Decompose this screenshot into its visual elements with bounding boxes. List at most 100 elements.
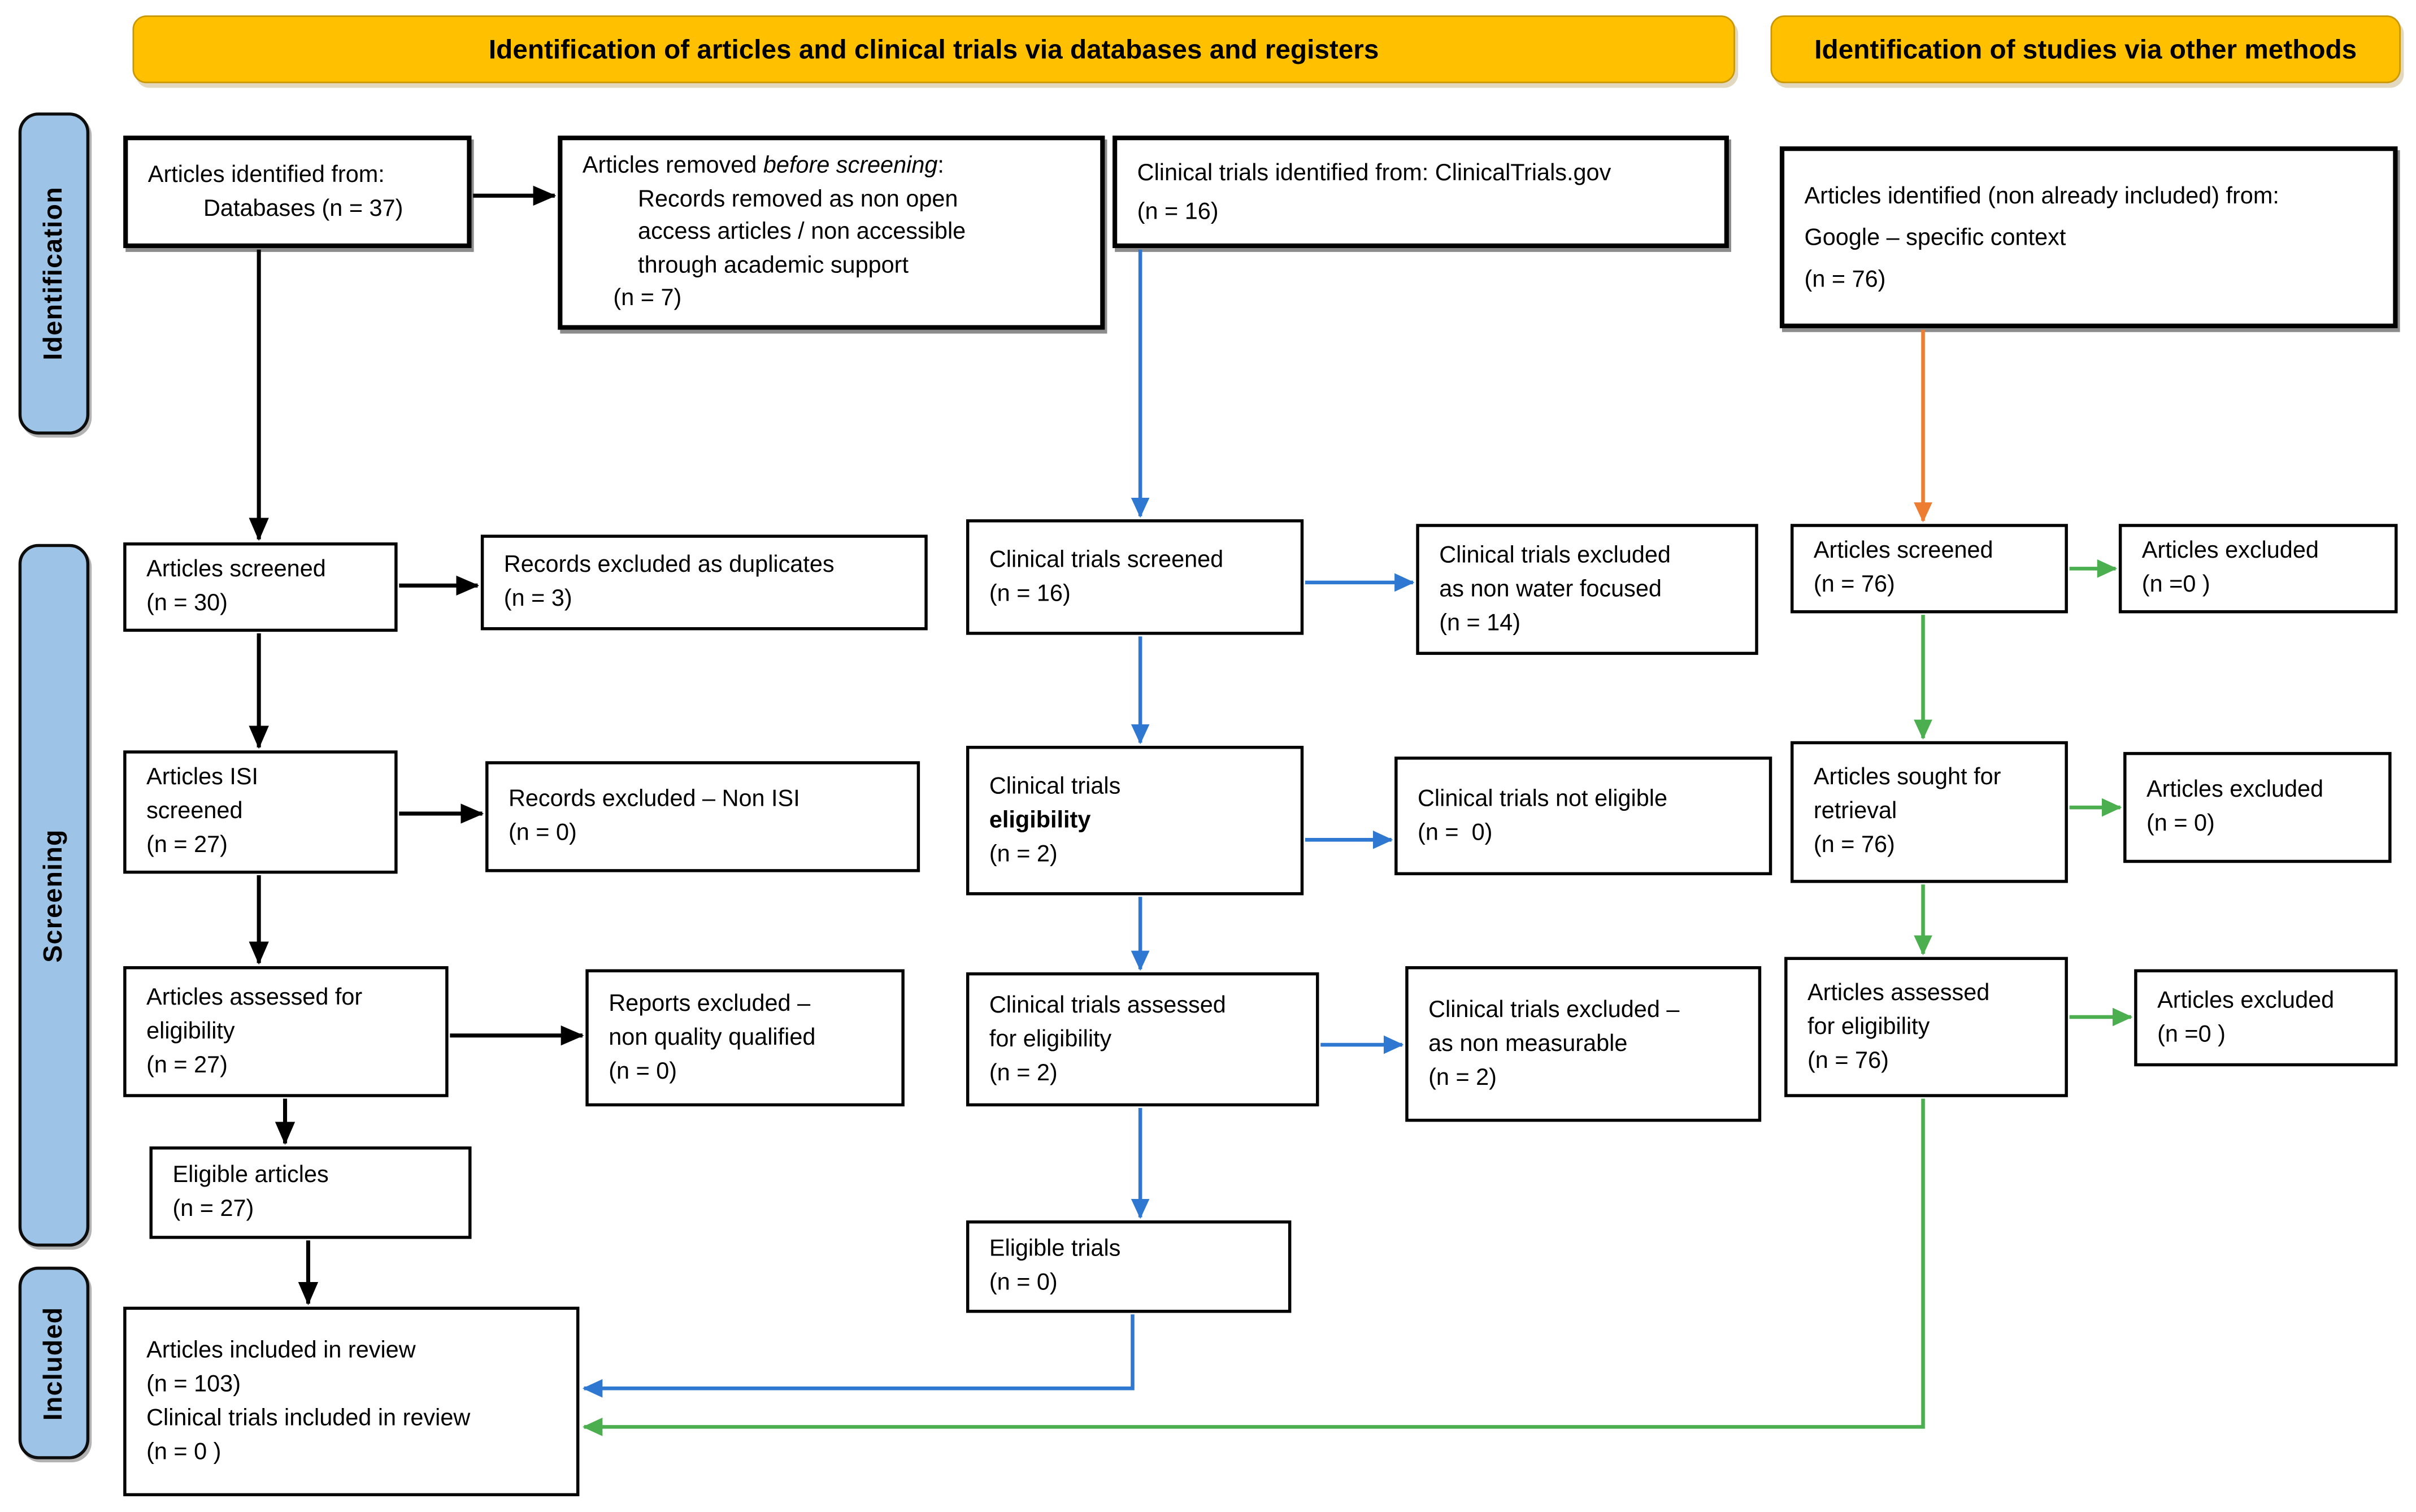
text-line: Clinical trials identified from: Clinica… (1137, 159, 1611, 186)
text-line: (n = 76) (1813, 832, 1895, 859)
box-clinical-trials-eligibility: Clinical trials eligibility (n = 2) (966, 745, 1304, 896)
text-line: Clinical trials excluded – (1428, 996, 1680, 1023)
text-line: (n = 14) (1439, 609, 1521, 636)
box-other-articles-assessed: Articles assessed for eligibility (n = 7… (1784, 957, 2068, 1097)
text-line: Articles identified (non already include… (1804, 183, 2279, 209)
text-line: Records removed as non open access artic… (638, 186, 972, 279)
header-other-label: Identification of studies via other meth… (1814, 33, 2357, 64)
text-line: (n = 0 ) (146, 1438, 221, 1465)
box-articles-isi-screened: Articles ISI screened (n = 27) (123, 750, 398, 874)
text-line: Articles sought for (1813, 764, 2001, 791)
text-line: for eligibility (989, 1025, 1112, 1052)
text-line: (n = 0) (989, 1270, 1058, 1296)
text-line: Articles removed before screening: (583, 150, 1091, 183)
text-line: retrieval (1813, 798, 1897, 825)
box-other-articles-excluded-screening: Articles excluded (n =0 ) (2118, 524, 2398, 614)
text-line: Databases (n = 37) (203, 194, 403, 221)
text-line: (n = 0) (1418, 819, 1493, 845)
box-other-articles-excluded-retrieval: Articles excluded (n = 0) (2123, 751, 2392, 863)
text-line: Records excluded – Non ISI (508, 785, 800, 813)
text-line: Articles assessed (1807, 979, 1990, 1006)
text-line: Eligible articles (172, 1162, 329, 1188)
text-line: eligibility (146, 1018, 235, 1044)
text-line: (n = 76) (1807, 1047, 1889, 1074)
text-line: non quality qualified (609, 1024, 816, 1050)
text-line: Articles included in review (146, 1336, 416, 1363)
text-line: (n = 0) (508, 819, 577, 846)
box-articles-screened: Articles screened (n = 30) (123, 542, 398, 632)
text-line: Clinical trials screened (989, 546, 1224, 573)
stage-screening-text: Screening (38, 828, 68, 962)
stage-label-screening: Screening (18, 544, 90, 1247)
text-line: (n = 27) (146, 832, 228, 859)
arrow-eligible-trials-to-included (582, 1314, 1135, 1398)
box-articles-assessed-eligibility: Articles assessed for eligibility (n = 2… (123, 966, 449, 1097)
text-line: (n = 3) (503, 585, 572, 612)
box-other-articles-excluded-eligibility: Articles excluded (n =0 ) (2134, 969, 2398, 1067)
text-line: Articles screened (146, 556, 326, 583)
text-line: Clinical trials assessed (989, 991, 1226, 1018)
box-articles-removed-before-screening: Articles removed before screening: Recor… (558, 135, 1105, 330)
header-databases-label: Identification of articles and clinical … (488, 33, 1379, 64)
stage-identification-text: Identification (38, 186, 68, 360)
text-line: (n = 30) (146, 590, 228, 616)
text-line: screened (146, 798, 243, 825)
text-line: Articles excluded (2141, 537, 2319, 564)
stage-label-included: Included (18, 1266, 90, 1459)
box-clinical-trials-identified: Clinical trials identified from: Clinica… (1113, 135, 1729, 249)
text-line: (n = 16) (989, 580, 1071, 607)
box-articles-identified-other-methods: Articles identified (non already include… (1779, 146, 2398, 328)
text-line: (n = 0) (609, 1058, 677, 1084)
text-line: (n = 2) (1428, 1064, 1497, 1090)
box-clinical-trials-screened: Clinical trials screened (n = 16) (966, 519, 1304, 635)
header-databases-registers: Identification of articles and clinical … (132, 15, 1735, 84)
text-line: Clinical trials excluded (1439, 541, 1671, 568)
text-line: (n = 76) (1804, 266, 1886, 292)
text-line: Articles ISI (146, 764, 259, 791)
text-line: Articles screened (1813, 537, 1993, 564)
text-line: Eligible trials (989, 1236, 1121, 1262)
text-line: (n = 0) (2146, 810, 2215, 837)
text-line: (n = 27) (172, 1196, 254, 1222)
text-line: Articles assessed for (146, 984, 363, 1010)
box-clinical-trials-excluded-non-measurable: Clinical trials excluded – as non measur… (1405, 966, 1762, 1122)
box-articles-identified-databases: Articles identified from: Databases (n =… (123, 135, 472, 249)
text-line: Articles excluded (2146, 776, 2324, 803)
box-clinical-trials-not-eligible: Clinical trials not eligible (n = 0) (1394, 757, 1772, 876)
text-line: for eligibility (1807, 1013, 1930, 1040)
box-reports-excluded-non-quality: Reports excluded – non quality qualified… (585, 969, 905, 1107)
text-line: Google – specific context (1804, 224, 2066, 251)
box-other-articles-screened: Articles screened (n = 76) (1791, 524, 2068, 614)
box-articles-sought-retrieval: Articles sought for retrieval (n = 76) (1791, 741, 2068, 883)
text-line: (n =0 ) (2157, 1020, 2226, 1048)
text-segment: : (937, 153, 944, 180)
text-line: Records excluded as duplicates (503, 551, 835, 578)
stage-included-text: Included (38, 1306, 68, 1420)
stage-label-identification: Identification (18, 112, 90, 435)
text-line: as non water focused (1439, 575, 1662, 602)
header-other-methods: Identification of studies via other meth… (1770, 15, 2401, 84)
text-line: Articles identified from: (147, 160, 385, 188)
box-clinical-trials-assessed: Clinical trials assessed for eligibility… (966, 972, 1319, 1107)
text-line: Articles excluded (2157, 987, 2335, 1014)
box-eligible-articles: Eligible articles (n = 27) (149, 1146, 472, 1239)
box-records-excluded-non-isi: Records excluded – Non ISI (n = 0) (485, 761, 920, 872)
text-line: Clinical trials (989, 772, 1121, 800)
text-line: Clinical trials included in review (146, 1404, 471, 1431)
text-line: (n = 2) (989, 1059, 1058, 1086)
text-segment-italic: before screening (763, 153, 938, 180)
text-line: (n = 7) (613, 285, 682, 312)
text-line: (n = 16) (1137, 198, 1219, 224)
text-line: (n = 2) (989, 840, 1058, 867)
box-clinical-trials-excluded-non-water: Clinical trials excluded as non water fo… (1416, 524, 1758, 655)
box-included-in-review: Articles included in review (n = 103) Cl… (123, 1306, 580, 1497)
box-eligible-trials: Eligible trials (n = 0) (966, 1220, 1292, 1313)
text-line-bold: eligibility (989, 806, 1091, 833)
text-line: (n = 76) (1813, 571, 1895, 598)
text-line: (n = 103) (146, 1370, 241, 1397)
text-line: Reports excluded – (609, 990, 811, 1016)
text-line: (n = 27) (146, 1052, 228, 1078)
text-segment: Articles removed (582, 153, 763, 180)
text-line: (n =0 ) (2141, 571, 2210, 598)
